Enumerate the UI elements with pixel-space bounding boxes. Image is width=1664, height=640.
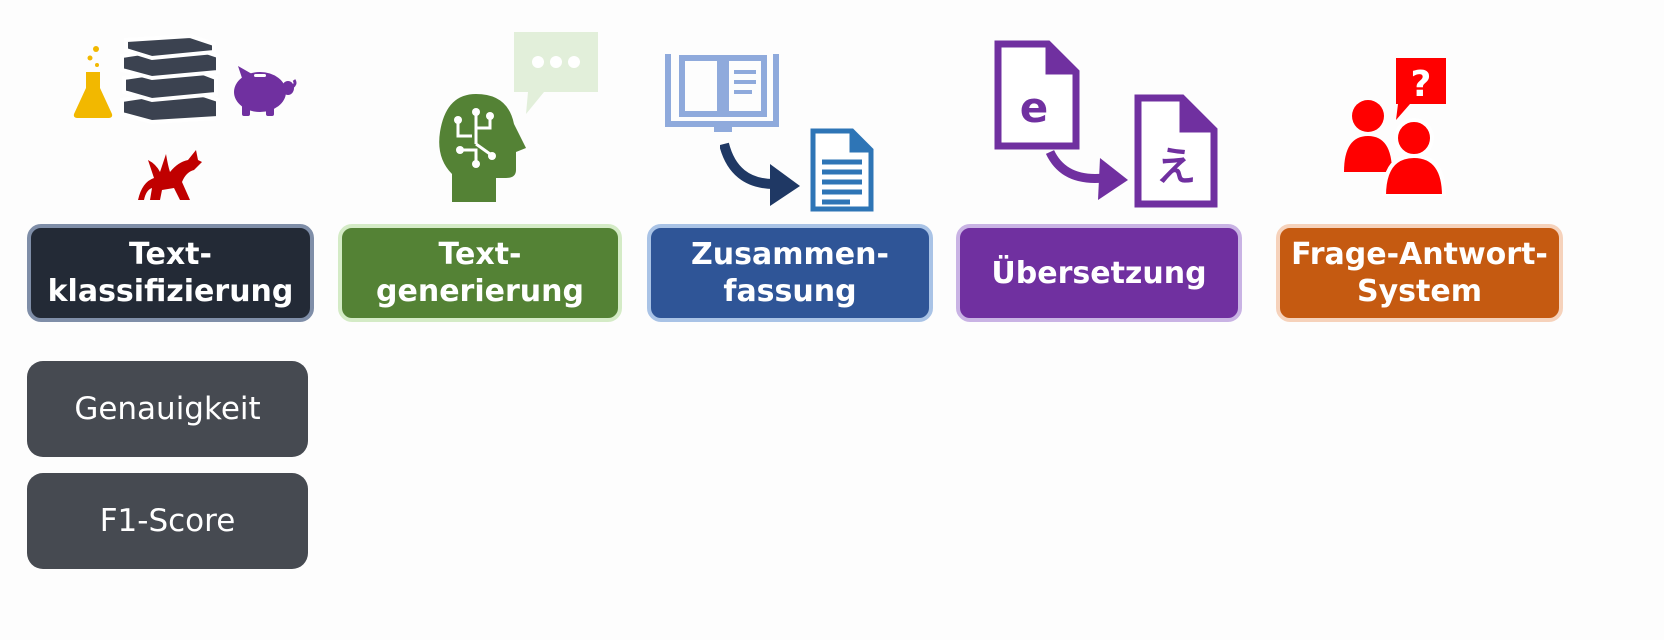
- category-summarization[interactable]: Zusammen- fassung: [647, 224, 933, 322]
- translate-documents-icon: e え: [994, 40, 1220, 210]
- category-question-answering[interactable]: Frage-Antwort- System: [1276, 224, 1563, 322]
- document-icon: [810, 128, 874, 212]
- brain-head-icon: [436, 92, 528, 202]
- source-letter: e: [1020, 83, 1049, 132]
- flask-icon: [72, 44, 114, 120]
- piggy-bank-icon: [228, 64, 300, 118]
- people-question-icon: ?: [1344, 56, 1450, 196]
- category-translation[interactable]: Übersetzung: [956, 224, 1242, 322]
- open-book-icon: [664, 52, 784, 138]
- curved-arrow-icon: [720, 140, 802, 208]
- svg-text:?: ?: [1411, 64, 1432, 105]
- metric-f1-score[interactable]: F1-Score: [27, 473, 308, 569]
- target-letter: え: [1156, 144, 1196, 190]
- category-text-classification[interactable]: Text- klassifizierung: [27, 224, 314, 322]
- dragon-icon: [132, 142, 204, 206]
- metric-accuracy[interactable]: Genauigkeit: [27, 361, 308, 457]
- category-text-generation[interactable]: Text- generierung: [338, 224, 622, 322]
- chat-bubble-icon: [510, 30, 602, 116]
- books-icon: [118, 34, 222, 124]
